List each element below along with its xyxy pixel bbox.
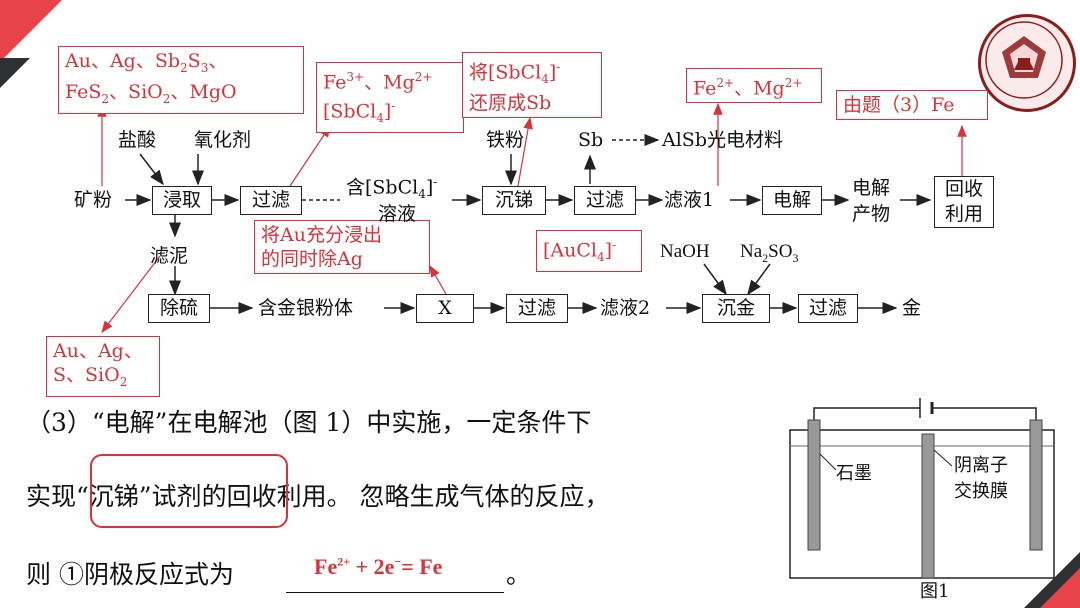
figure-caption: 图1: [920, 581, 950, 602]
question-line-1: （3）“电解”在电解池（图 1）中实施，一定条件下: [26, 408, 592, 437]
aucl4-note: [AuCl4]-: [536, 230, 642, 273]
answer-blank: [286, 592, 504, 593]
iron-powder-label: 铁粉: [486, 129, 525, 151]
filter-box-1: 过滤: [240, 186, 302, 215]
corner-decoration: [0, 0, 62, 62]
acid-label: 盐酸: [118, 129, 157, 151]
electrolytic-cell-figure: [789, 398, 1055, 579]
filter-box-4: 过滤: [798, 294, 858, 323]
filter-box-3: 过滤: [506, 294, 568, 323]
school-seal-logo: [978, 14, 1076, 112]
recycle-box: 回收 利用: [934, 176, 994, 228]
solution-label: 含[SbCl4]-: [346, 175, 438, 202]
filtrate2-label: 滤液2: [600, 297, 651, 319]
desulfur-box: 除硫: [148, 294, 210, 323]
fe-mg-note: Fe2+、Mg2+: [686, 68, 822, 104]
membrane-label-1: 阴离子: [954, 455, 1008, 476]
filter-box-2: 过滤: [574, 186, 636, 215]
cathode-answer: Fe2+ + 2e−= Fe: [314, 554, 443, 579]
reduce-sb-note: 将[SbCl4]- 还原成Sb: [462, 52, 602, 119]
gold-label: 金: [902, 297, 922, 319]
graphite-label: 石墨: [836, 463, 872, 484]
corner-decoration: [0, 58, 30, 88]
corner-decoration: [1040, 568, 1080, 608]
sb-label: Sb: [578, 129, 604, 151]
ore-label: 矿粉: [74, 189, 113, 211]
question-line-3: 则 ①阴极反应式为: [26, 560, 234, 589]
membrane-label-2: 交换膜: [954, 481, 1008, 502]
naoh-label: NaOH: [660, 241, 710, 262]
alsb-label: AlSb光电材料: [662, 129, 783, 151]
question-line-3-end: 。: [506, 560, 532, 589]
from-question-note: 由题（3）Fe: [836, 90, 988, 120]
na2so3-label: Na2SO3: [740, 241, 799, 265]
leach-box: 浸取: [152, 186, 212, 215]
ore-composition-note: Au、Ag、Sb2S3、 FeS2、SiO2、MgO: [58, 46, 304, 114]
leach-au-note: 将Au充分浸出 的同时除Ag: [254, 220, 430, 274]
electrolysis-box: 电解: [762, 186, 822, 215]
precip-sb-box: 沉锑: [482, 186, 546, 215]
electro-product-label-2: 产物: [852, 203, 891, 225]
electro-product-label: 电解: [852, 177, 891, 199]
residue-label: 滤泥: [150, 245, 189, 267]
reagent-highlight: [90, 454, 288, 528]
question-line-2: 实现“沉锑”试剂的回收利用。 忽略生成气体的反应，: [26, 482, 610, 511]
x-step-box: X: [416, 294, 474, 323]
precip-au-box: 沉金: [702, 294, 770, 323]
leach-ions-note: Fe3+、Mg2+ [SbCl4]-: [316, 62, 464, 134]
residue-composition-note: Au、Ag、 S、SiO2: [46, 336, 160, 397]
filtrate1-label: 滤液1: [664, 189, 715, 211]
alloy-powder-label: 含金银粉体: [258, 297, 354, 319]
oxidant-label: 氧化剂: [194, 129, 252, 151]
solution-label-2: 溶液: [378, 203, 417, 225]
